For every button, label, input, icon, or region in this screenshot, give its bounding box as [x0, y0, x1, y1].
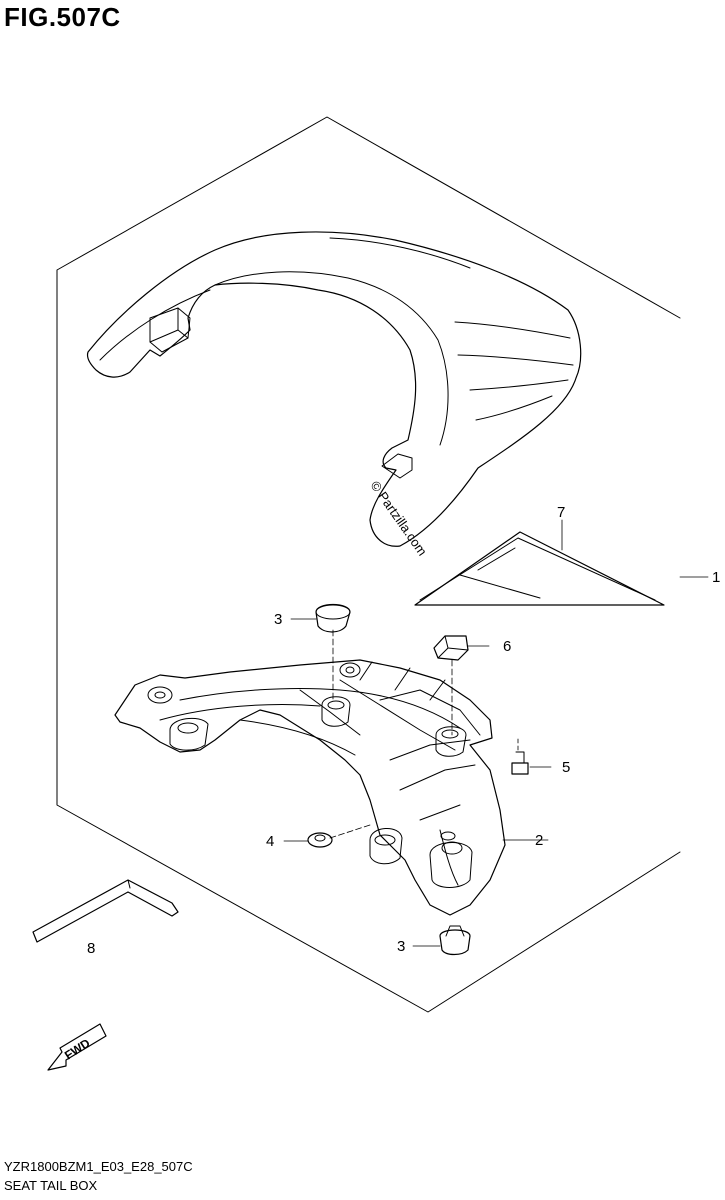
- assembly-boundary: [56, 116, 681, 1013]
- bolt: [511, 751, 529, 775]
- leader-lines: [283, 519, 709, 947]
- washer: [307, 832, 333, 848]
- grommet-top: [315, 603, 351, 633]
- figure-code: YZR1800BZM1_E03_E28_507C: [4, 1159, 193, 1174]
- seat-tail-cover: © Partzilla.com: [86, 231, 582, 558]
- hex-key: [32, 879, 179, 943]
- figure-title: FIG.507C: [4, 2, 121, 32]
- callout-3-bottom: 3: [397, 938, 405, 955]
- callout-4: 4: [266, 833, 274, 850]
- base-bracket: [114, 659, 506, 916]
- callout-7: 7: [557, 504, 565, 521]
- grommet-bottom: [439, 925, 471, 956]
- triangular-pad: [414, 531, 665, 606]
- callout-6: 6: [503, 638, 511, 655]
- callout-8: 8: [87, 940, 95, 957]
- callout-labels: 1 2 3 3 4 5 6 7 8: [87, 504, 720, 957]
- forward-arrow: FWD: [47, 1023, 107, 1071]
- clip-nut: [433, 635, 469, 661]
- callout-3-top: 3: [274, 611, 282, 628]
- callout-2: 2: [535, 832, 543, 849]
- forward-arrow-label: FWD: [62, 1036, 93, 1063]
- callout-1: 1: [712, 569, 720, 586]
- callout-5: 5: [562, 759, 570, 776]
- figure-name: SEAT TAIL BOX: [4, 1178, 98, 1193]
